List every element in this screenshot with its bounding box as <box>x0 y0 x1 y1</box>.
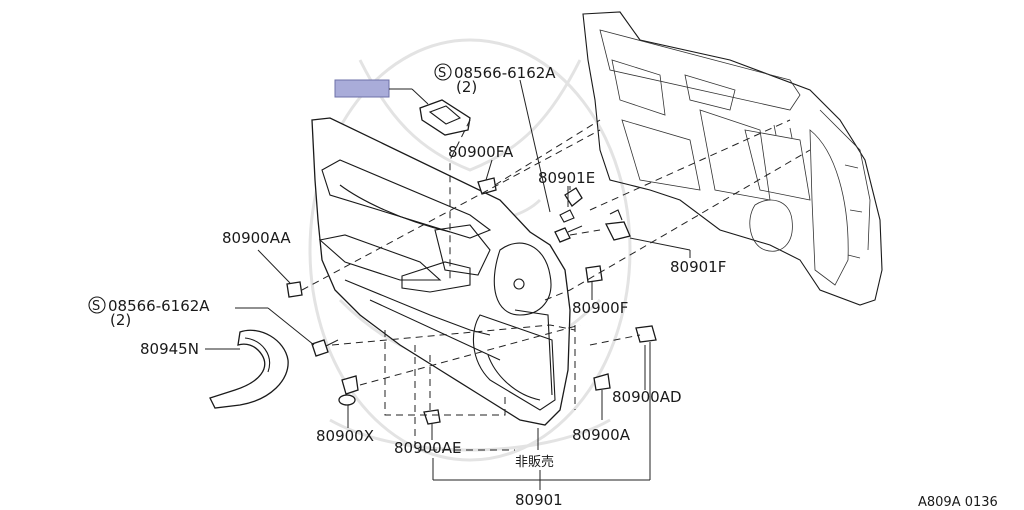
label-80900AE: 80900AE <box>394 439 461 457</box>
label-80900AA: 80900AA <box>222 229 291 247</box>
screw-symbol-left-text: S <box>92 299 100 314</box>
clip-80900AA <box>286 281 303 298</box>
screw-symbol-top <box>434 63 452 81</box>
armrest-pad-80945N <box>209 329 289 409</box>
assembly-lines <box>301 119 811 451</box>
label-80900FA: 80900FA <box>448 143 514 161</box>
door-trim-panel <box>311 117 571 426</box>
screw-lower <box>311 339 339 357</box>
label-80900F: 80900F <box>572 299 628 317</box>
label-not-sold: 非販売 <box>515 454 554 470</box>
clip-80900AD <box>635 325 657 343</box>
label-screw-left: 08566-6162A <box>108 297 210 315</box>
leader-lines <box>205 79 691 490</box>
label-80901E: 80901E <box>538 169 595 187</box>
door-body <box>582 11 883 306</box>
highlight-marker <box>334 79 390 98</box>
label-80945N: 80945N <box>140 340 199 358</box>
label-screw-left-qty: (2) <box>110 311 131 329</box>
switch-bezel-part <box>334 79 471 136</box>
label-screw-top: 08566-6162A <box>454 64 556 82</box>
clip-80900AE <box>423 409 441 425</box>
clip-80900X <box>338 375 359 406</box>
figure-code: A809A 0136 <box>918 495 998 510</box>
clip-80900A <box>593 373 611 391</box>
clip-80901F <box>605 209 631 241</box>
screw-upper <box>554 225 583 243</box>
label-80900AD: 80900AD <box>612 388 682 406</box>
clip-80901E <box>559 186 583 223</box>
screw-symbol-top-text: S <box>438 66 446 81</box>
label-80901F: 80901F <box>670 258 726 276</box>
label-screw-top-qty: (2) <box>456 78 477 96</box>
label-80900X: 80900X <box>316 427 374 445</box>
label-80901: 80901 <box>515 491 563 509</box>
part-labels: S 08566-6162A (2) 80900FA 80901E 80900AA… <box>88 63 998 510</box>
label-80900A: 80900A <box>572 426 631 444</box>
clip-80900FA <box>477 177 497 195</box>
screw-symbol-left <box>88 296 106 314</box>
